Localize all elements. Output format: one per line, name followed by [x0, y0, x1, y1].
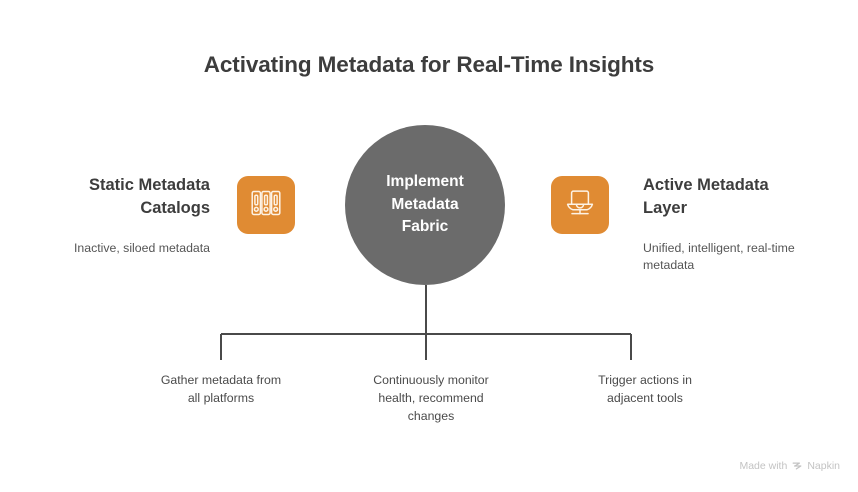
watermark-brand: Napkin: [807, 460, 840, 472]
page-title: Activating Metadata for Real-Time Insigh…: [203, 52, 655, 77]
side-title-right: Active Metadata Layer: [643, 176, 769, 218]
side-block-left: Static Metadata Catalogs Inactive, siloe…: [45, 174, 210, 257]
side-block-right: Active Metadata Layer Unified, intellige…: [643, 174, 808, 275]
side-subtitle-right: Unified, intelligent, real-time metadata: [643, 240, 795, 273]
binders-archive-icon: [249, 186, 283, 225]
branch-label-0: Gather metadata from all platforms: [160, 373, 282, 405]
hub-node-implement-metadata-fabric[interactable]: Implement Metadata Fabric: [345, 125, 505, 285]
side-subtitle-left: Inactive, siloed metadata: [73, 240, 210, 255]
icon-tile-static-metadata-catalogs[interactable]: [237, 176, 295, 234]
napkin-logo-icon: [791, 460, 803, 472]
hub-label: Implement Metadata Fabric: [386, 172, 464, 236]
branch-label-1: Continuously monitor health, recommend c…: [373, 373, 489, 423]
branch-label-2: Trigger actions in adjacent tools: [598, 373, 692, 405]
watermark-prefix: Made with: [739, 460, 788, 472]
watermark: Made with Napkin: [739, 460, 840, 472]
icon-tile-active-metadata-layer[interactable]: [551, 176, 609, 234]
branch-connector: [220, 285, 632, 360]
side-title-left: Static Metadata Catalogs: [88, 176, 210, 218]
laptop-stand-icon: [563, 186, 597, 225]
